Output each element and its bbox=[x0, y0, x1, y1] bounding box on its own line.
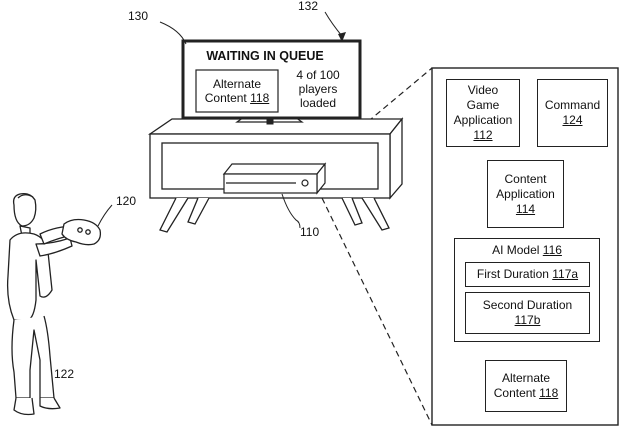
tv-status-line3: loaded bbox=[299, 96, 337, 110]
second-duration-label: Second Duration bbox=[482, 298, 573, 312]
video-game-ref: 112 bbox=[473, 128, 493, 142]
ref-120: 120 bbox=[116, 194, 137, 208]
first-duration-label: First Duration 117a bbox=[476, 267, 579, 281]
second-duration-ref: 117b bbox=[514, 313, 541, 327]
content-application-box: Content Application 114 bbox=[487, 160, 564, 228]
tv-queue-status: 4 of 100 players loaded bbox=[282, 68, 354, 110]
content-app-line1: Content bbox=[504, 171, 547, 186]
alternate-line2: Content 118 bbox=[493, 386, 559, 400]
alternate-line1: Alternate bbox=[501, 371, 551, 385]
second-duration-box: Second Duration 117b bbox=[465, 292, 590, 334]
content-app-line2: Application bbox=[496, 186, 555, 201]
tv-alt-line1: Alternate bbox=[212, 77, 262, 91]
person-figure bbox=[6, 192, 102, 416]
tv-status-line1: 4 of 100 bbox=[296, 68, 340, 82]
video-game-application-box: Video Game Application 112 bbox=[446, 79, 520, 147]
first-duration-box: First Duration 117a bbox=[465, 262, 590, 287]
arrow-132 bbox=[338, 32, 346, 42]
command-ref: 124 bbox=[562, 113, 583, 127]
command-box: Command 124 bbox=[537, 79, 608, 147]
ref-132: 132 bbox=[298, 0, 319, 13]
callout-line-bottom bbox=[321, 197, 433, 426]
tv-heading: WAITING IN QUEUE bbox=[206, 49, 324, 63]
tv-status-line2: players bbox=[298, 82, 338, 96]
ai-model-title: AI Model 116 bbox=[492, 243, 562, 257]
leader-110 bbox=[281, 193, 301, 229]
first-duration-ref: 117a bbox=[552, 267, 579, 281]
leader-120 bbox=[97, 204, 113, 227]
ai-model-ref: 116 bbox=[542, 243, 562, 257]
ref-122: 122 bbox=[54, 367, 75, 381]
video-game-line1: Video bbox=[467, 83, 499, 97]
tv-alt-ref: 118 bbox=[250, 91, 270, 105]
alternate-content-box: Alternate Content 118 bbox=[485, 360, 567, 412]
command-line1: Command bbox=[544, 98, 601, 112]
leader-130 bbox=[159, 21, 187, 45]
tv-alternate-content-box bbox=[195, 69, 279, 113]
ref-130: 130 bbox=[128, 9, 149, 23]
tv-alt-line2: Content 118 bbox=[204, 91, 270, 105]
video-game-line3: Application bbox=[453, 113, 513, 127]
tv-alternate-content: Alternate Content 118 bbox=[196, 77, 278, 105]
leader-132 bbox=[324, 11, 343, 37]
ref-110: 110 bbox=[300, 225, 320, 239]
game-console bbox=[222, 162, 327, 195]
content-app-ref: 114 bbox=[515, 201, 536, 216]
video-game-line2: Game bbox=[466, 98, 500, 112]
alternate-ref: 118 bbox=[539, 386, 559, 400]
